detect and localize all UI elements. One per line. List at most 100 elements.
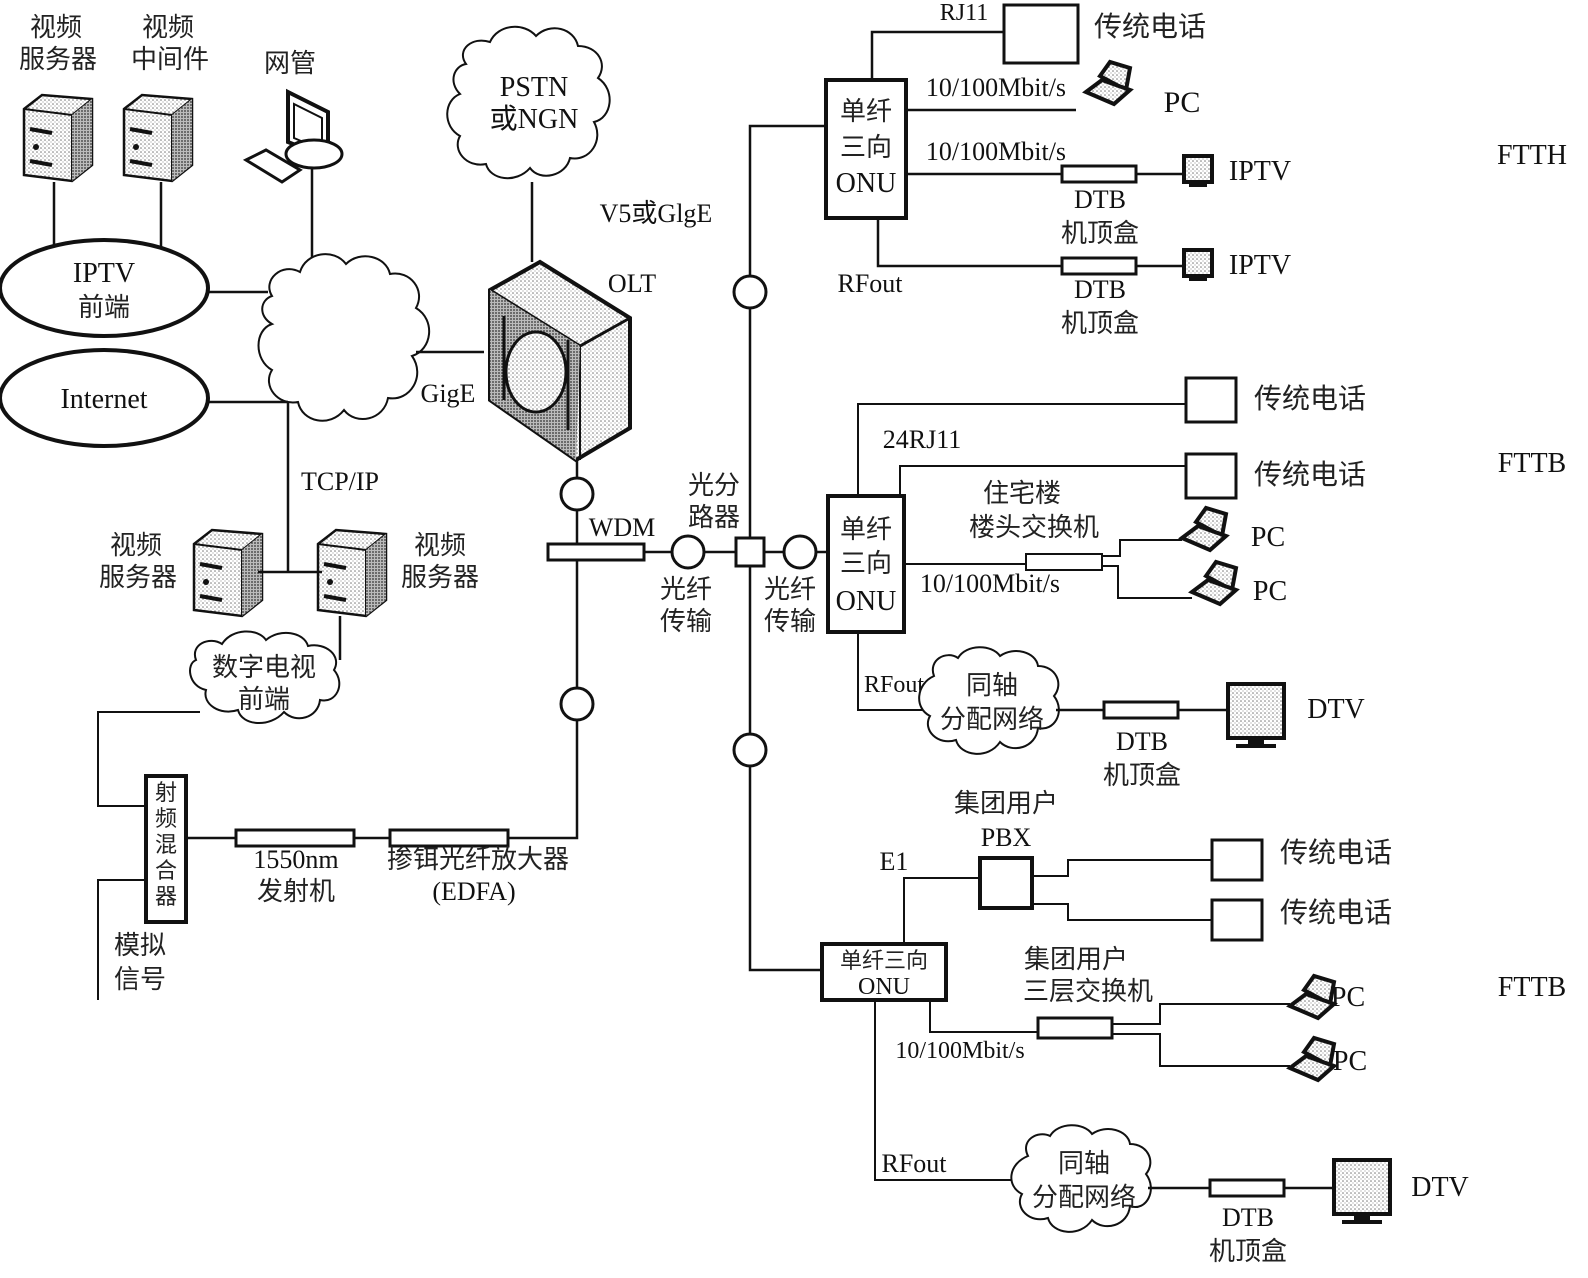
ftth-iptv-2-label: IPTV: [1229, 250, 1291, 281]
video-server-top-label-2: 服务器: [19, 45, 97, 75]
fttb2-stb-label-2: 机顶盒: [1209, 1237, 1287, 1267]
fttb1-section-label: FTTB: [1498, 448, 1566, 479]
fttb1-coax-cloud: [918, 646, 1060, 755]
fttb2-e1-label: E1: [880, 847, 909, 876]
fttb2-coax-cloud: [1010, 1124, 1152, 1233]
fttb1-stb-label-2: 机顶盒: [1103, 761, 1181, 791]
fttb2-stb-box: [1208, 1178, 1286, 1198]
ftth-onu-label-3: ONU: [836, 168, 897, 199]
ftth-phone-label: 传统电话: [1094, 10, 1206, 43]
rf-mixer-label-5: 器: [155, 885, 177, 910]
ftth-stb-2-label-2: 机顶盒: [1061, 309, 1139, 339]
splitter-label-1: 光分: [688, 471, 740, 501]
ftth-iptv-1-label: IPTV: [1229, 156, 1291, 187]
fiber-connector-ftth: [732, 274, 768, 310]
olt-device-icon: [488, 259, 632, 463]
olt-label: OLT: [608, 269, 656, 298]
rf-mixer-label-3: 混: [155, 833, 177, 858]
ftth-rj11-label: RJ11: [940, 0, 988, 26]
transmitter-box: [234, 828, 356, 848]
fttb2-phone-2-box: [1210, 898, 1264, 942]
ftth-phone-box: [1002, 3, 1080, 65]
dtv-frontend-label-2: 前端: [238, 685, 290, 715]
ftth-onu-label-2: 三向: [840, 133, 892, 163]
rf-mixer-label-4: 合: [155, 859, 177, 884]
fttb2-phone-1-box: [1210, 838, 1264, 882]
video-middleware-label-2: 中间件: [131, 45, 209, 75]
fttb1-onu-label-1: 单纤: [840, 515, 892, 545]
ftth-stb-1-label-1: DTB: [1074, 185, 1126, 214]
fiber-connector-2: [782, 534, 818, 570]
fttb1-coax-label-1: 同轴: [966, 671, 1018, 701]
transmitter-label-2: 发射机: [257, 877, 335, 907]
video-server-top-label-1: 视频: [30, 13, 82, 43]
video-server-left-icon: [192, 528, 264, 618]
ftth-iptv-2-icon: [1182, 248, 1214, 283]
video-middleware-label-1: 视频: [142, 13, 194, 43]
analog-signal-label-1: 模拟: [114, 931, 166, 961]
dtv-frontend-label-1: 数字电视: [212, 653, 316, 683]
iptv-frontend-node: [0, 238, 210, 338]
fttb1-pc-2-label: PC: [1253, 576, 1287, 607]
ftth-speed-2: 10/100Mbit/s: [926, 137, 1066, 166]
wdm-label: WDM: [589, 513, 655, 542]
fttb2-switch-box: [1036, 1016, 1114, 1040]
ftth-section-label: FTTH: [1497, 140, 1567, 171]
fttb1-pc-1-icon: [1180, 506, 1228, 552]
fttb2-pc-2-label: PC: [1333, 1046, 1367, 1077]
internet-label: Internet: [60, 384, 147, 415]
fttb1-rj11-label: 24RJ11: [883, 425, 962, 454]
fttb2-pc-1-icon: [1288, 974, 1336, 1020]
fttb2-phone-2-label: 传统电话: [1280, 896, 1392, 929]
fttb2-dtv-icon: [1332, 1158, 1392, 1226]
pstn-ngn-cloud: [446, 25, 611, 180]
ip-network-cloud: [257, 253, 431, 422]
fttb2-coax-label-1: 同轴: [1058, 1149, 1110, 1179]
dtv-frontend-cloud: [189, 630, 341, 725]
fttb2-pbx-box: [978, 856, 1034, 910]
ftth-stb-1-label-2: 机顶盒: [1061, 219, 1139, 249]
ftth-speed-1: 10/100Mbit/s: [926, 73, 1066, 102]
optical-splitter-box: [734, 536, 766, 568]
fiber-connector-1: [670, 534, 706, 570]
fttb2-pbx-label-1: 集团用户: [954, 789, 1058, 819]
fiber-connector-edfa: [559, 686, 595, 722]
fttb2-section-label: FTTB: [1498, 972, 1566, 1003]
fttb1-rfout-label: RFout: [864, 672, 924, 698]
fiber-right-label-1: 光纤: [764, 575, 816, 605]
internet-node: [0, 348, 210, 448]
iptv-frontend-label-2: 前端: [78, 293, 130, 323]
fiber-connector-olt: [559, 476, 595, 512]
fttb2-coax-label-2: 分配网络: [1032, 1183, 1136, 1213]
ftth-pc-label: PC: [1164, 86, 1201, 119]
video-server-right-icon: [316, 528, 388, 618]
nms-computer-icon: [242, 88, 344, 184]
ftth-pc-icon: [1084, 60, 1132, 106]
fiber-left-label-1: 光纤: [660, 575, 712, 605]
fttb1-dtv-label: DTV: [1307, 694, 1365, 725]
fttb1-onu-label-3: ONU: [836, 586, 897, 617]
fttb2-pc-2-icon: [1288, 1036, 1336, 1082]
fttb1-phone-1-label: 传统电话: [1254, 382, 1366, 415]
fttb1-speed-label: 10/100Mbit/s: [920, 569, 1060, 598]
fiber-right-label-2: 传输: [764, 607, 816, 637]
transmitter-label-1: 1550nm: [253, 845, 338, 874]
edfa-label-2: (EDFA): [432, 877, 515, 906]
wdm-box: [546, 542, 646, 562]
ftth-iptv-1-icon: [1182, 154, 1214, 189]
fttb1-switch-label-2: 楼头交换机: [969, 513, 1099, 543]
video-server-top-icon: [22, 93, 94, 183]
fttb1-pc-2-icon: [1190, 560, 1238, 606]
fttb1-coax-label-2: 分配网络: [940, 705, 1044, 735]
fttb2-onu-box: [820, 942, 948, 1002]
rf-mixer-label-1: 射: [155, 781, 177, 806]
fttb2-onu-label-1: 单纤三向: [840, 949, 928, 974]
fttb2-rfout-label: RFout: [881, 1149, 947, 1178]
v5-gige-label: V5或GlgE: [600, 199, 713, 228]
nms-label: 网管: [264, 49, 316, 79]
fttb2-phone-1-label: 传统电话: [1280, 836, 1392, 869]
fttb1-onu-box: [826, 494, 906, 634]
fttb2-switch-label-1: 集团用户: [1024, 945, 1128, 975]
video-server-left-label-2: 服务器: [99, 563, 177, 593]
